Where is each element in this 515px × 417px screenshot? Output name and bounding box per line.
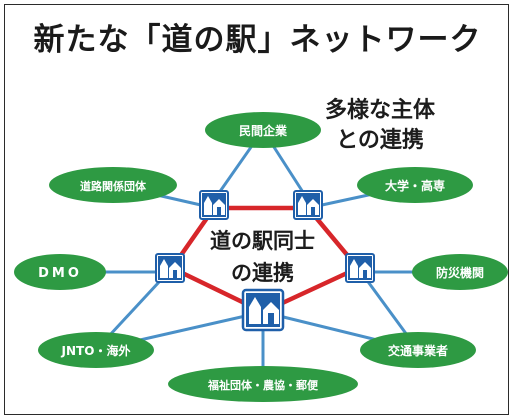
- michi-no-eki-icon: [241, 288, 285, 332]
- collaboration-label: 多様な主体 との連携: [305, 96, 455, 156]
- partner-pill-transport: 交通事業者: [360, 332, 476, 368]
- partner-pill-jnto: JNTO・海外: [38, 332, 154, 368]
- slide-title: 新たな「道の駅」ネットワーク: [33, 22, 482, 58]
- svg-text:JNTO・海外: JNTO・海外: [61, 343, 131, 358]
- svg-text:道路関係団体: 道路関係団体: [80, 179, 147, 193]
- svg-text:交通事業者: 交通事業者: [388, 343, 448, 358]
- svg-text:福祉団体・農協・郵便: 福祉団体・農協・郵便: [207, 378, 319, 392]
- partner-pill-welfare: 福祉団体・農協・郵便: [168, 366, 358, 402]
- michi-no-eki-icon: [155, 253, 185, 283]
- svg-text:民間企業: 民間企業: [239, 123, 288, 138]
- partner-pill-private: 民間企業: [205, 112, 321, 148]
- partner-pill-university: 大学・高専: [357, 167, 473, 203]
- collaboration-label-line2: との連携: [336, 128, 424, 153]
- station-collaboration-label: 道の駅同士 の連携: [190, 225, 335, 289]
- michi-no-eki-icon: [345, 253, 375, 283]
- station-collaboration-line1: 道の駅同士: [210, 229, 315, 253]
- collaboration-label-line1: 多様な主体: [324, 98, 435, 123]
- partner-pill-disaster: 防災機関: [412, 254, 508, 290]
- svg-text:防災機関: 防災機関: [436, 265, 484, 280]
- michi-no-eki-icon: [293, 190, 323, 220]
- partner-pill-road: 道路関係団体: [49, 167, 177, 203]
- svg-text:大学・高専: 大学・高専: [385, 178, 445, 193]
- svg-text:DMO: DMO: [38, 266, 82, 281]
- michi-no-eki-icon: [199, 190, 229, 220]
- partner-pill-dmo: DMO: [14, 254, 106, 290]
- station-collaboration-line2: の連携: [231, 261, 294, 285]
